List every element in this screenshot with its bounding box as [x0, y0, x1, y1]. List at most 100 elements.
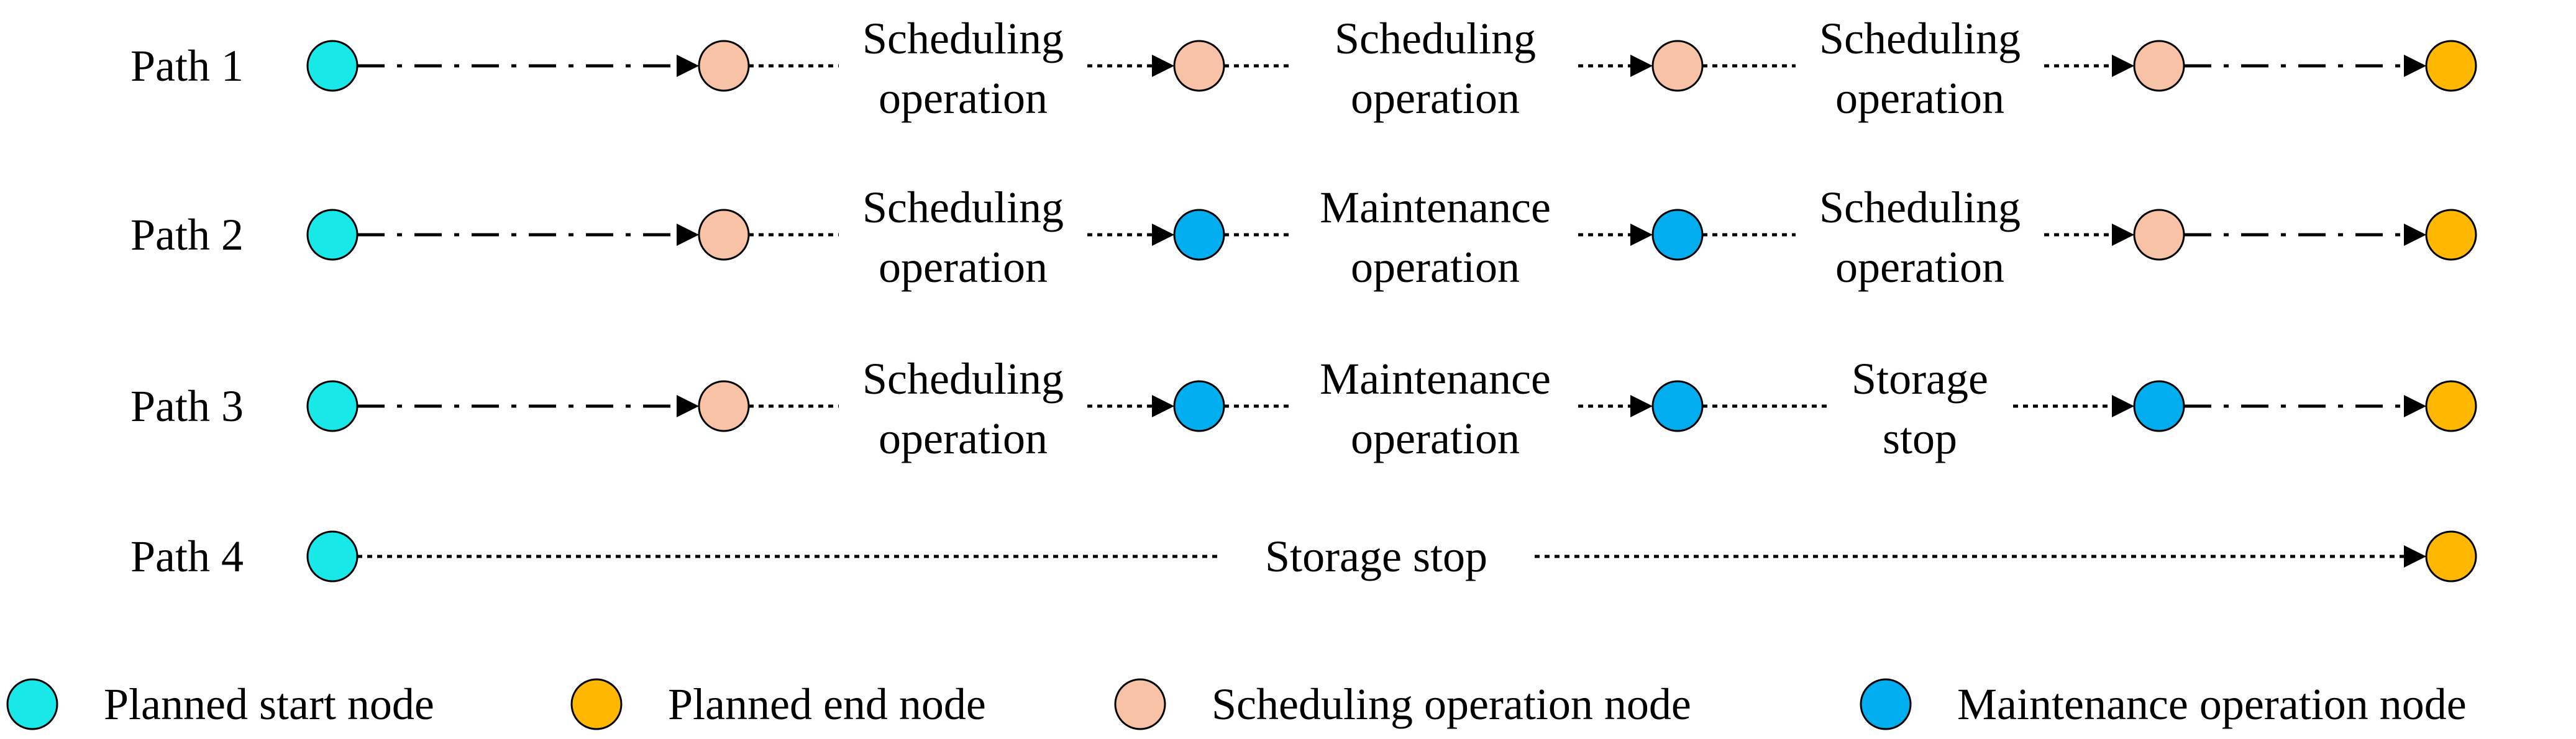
operation-label-line: stop — [1883, 414, 1957, 463]
operation-label: Scheduling operation — [1819, 14, 2021, 123]
arrowhead — [1152, 224, 1174, 246]
scheduling-node — [1651, 40, 1704, 92]
operation-label-line: Scheduling — [862, 183, 1064, 232]
connector-arrow — [1535, 545, 2426, 568]
arrowhead — [677, 55, 699, 77]
connector-arrow — [1087, 395, 1174, 417]
operation-label: Scheduling operation — [1335, 14, 1536, 123]
maintenance-node — [1651, 209, 1704, 261]
start-node — [306, 530, 359, 583]
operation-label-line: operation — [1351, 242, 1520, 292]
connector-arrow — [2044, 224, 2134, 246]
scheduling-node — [2133, 209, 2185, 261]
scheduling-node — [1173, 40, 1225, 92]
operation-label-line: Storage — [1852, 354, 1988, 404]
connector-arrow — [2044, 55, 2134, 77]
operation-label-line: Scheduling — [1335, 14, 1536, 63]
operation-label-line: operation — [1351, 414, 1520, 463]
legend-label: Scheduling operation node — [1212, 679, 1691, 729]
operation-label: Scheduling operation — [1819, 183, 2021, 292]
scheduling-node — [698, 380, 750, 432]
legend-scheduling-swatch — [1114, 678, 1166, 730]
end-node — [2425, 209, 2477, 261]
start-node — [306, 380, 359, 432]
operation-label-line: Scheduling — [862, 354, 1064, 404]
connector-arrow — [2184, 224, 2426, 246]
operation-label-line: Scheduling — [1819, 14, 2021, 63]
arrowhead — [1152, 395, 1174, 417]
arrowhead — [2112, 55, 2134, 77]
end-node — [2425, 40, 2477, 92]
operation-label-line: Maintenance — [1320, 354, 1551, 404]
path-label: Path 1 — [130, 41, 244, 91]
end-node — [2425, 530, 2477, 583]
maintenance-node — [1173, 209, 1225, 261]
arrowhead — [2112, 224, 2134, 246]
path-row-4: Path 4 Storage stop — [130, 530, 2477, 583]
arrowhead — [1630, 395, 1653, 417]
operation-label-line: Scheduling — [862, 14, 1064, 63]
connector-arrow — [357, 55, 699, 77]
path-row-1: Path 1 Scheduling operation Scheduling opera… — [130, 14, 2477, 123]
arrowhead — [1630, 55, 1653, 77]
connector-arrow — [1578, 224, 1653, 246]
operation-label-line: operation — [1835, 242, 2004, 292]
arrowhead — [2112, 395, 2134, 417]
arrowhead — [2404, 55, 2426, 77]
maintenance-node — [2133, 380, 2185, 432]
start-node — [306, 209, 359, 261]
arrowhead — [677, 395, 699, 417]
operation-label: Scheduling operation — [862, 14, 1064, 123]
path-label: Path 2 — [130, 210, 244, 260]
path-row-2: Path 2 Scheduling operation Maintenance oper… — [130, 183, 2477, 292]
arrowhead — [2404, 545, 2426, 568]
operation-label: Storage stop — [1852, 354, 1988, 463]
operation-label-line: operation — [879, 242, 1048, 292]
connector-arrow — [357, 224, 699, 246]
legend-end-swatch — [570, 678, 623, 730]
connector-arrow — [357, 395, 699, 417]
operation-label: Storage stop — [1265, 532, 1487, 581]
operation-label-line: operation — [879, 73, 1048, 123]
operation-label: Maintenance operation — [1320, 183, 1551, 292]
connector-arrow — [1578, 395, 1653, 417]
legend-item-scheduling: Scheduling operation node — [1114, 678, 1691, 730]
operation-label-line: operation — [879, 414, 1048, 463]
operation-label: Scheduling operation — [862, 354, 1064, 463]
operation-label-line: Scheduling — [1819, 183, 2021, 232]
scheduling-node — [698, 209, 750, 261]
maintenance-node — [1173, 380, 1225, 432]
legend-item-start: Planned start node — [6, 678, 434, 730]
maintenance-node — [1651, 380, 1704, 432]
operation-label-line: operation — [1835, 73, 2004, 123]
arrowhead — [1152, 55, 1174, 77]
arrowhead — [2404, 224, 2426, 246]
path-label: Path 3 — [130, 381, 244, 431]
scheduling-node — [698, 40, 750, 92]
path-label: Path 4 — [130, 532, 244, 581]
arrowhead — [1630, 224, 1653, 246]
operation-label: Maintenance operation — [1320, 354, 1551, 463]
operation-label-line: operation — [1351, 73, 1520, 123]
connector-arrow — [2013, 395, 2134, 417]
connector-arrow — [1087, 224, 1174, 246]
legend-label: Planned end node — [668, 679, 986, 729]
arrowhead — [677, 224, 699, 246]
path-row-3: Path 3 Scheduling operation Maintenance oper… — [130, 354, 2477, 463]
end-node — [2425, 380, 2477, 432]
connector-arrow — [2184, 395, 2426, 417]
scheduling-node — [2133, 40, 2185, 92]
connector-arrow — [1578, 55, 1653, 77]
arrowhead — [2404, 395, 2426, 417]
connector-arrow — [1087, 55, 1174, 77]
start-node — [306, 40, 359, 92]
legend-maintenance-swatch — [1860, 678, 1912, 730]
legend-item-maintenance: Maintenance operation node — [1860, 678, 2467, 730]
legend-item-end: Planned end node — [570, 678, 986, 730]
operation-label: Scheduling operation — [862, 183, 1064, 292]
operation-label-line: Maintenance — [1320, 183, 1551, 232]
legend-label: Planned start node — [104, 679, 434, 729]
connector-arrow — [2184, 55, 2426, 77]
legend-label: Maintenance operation node — [1957, 679, 2467, 729]
